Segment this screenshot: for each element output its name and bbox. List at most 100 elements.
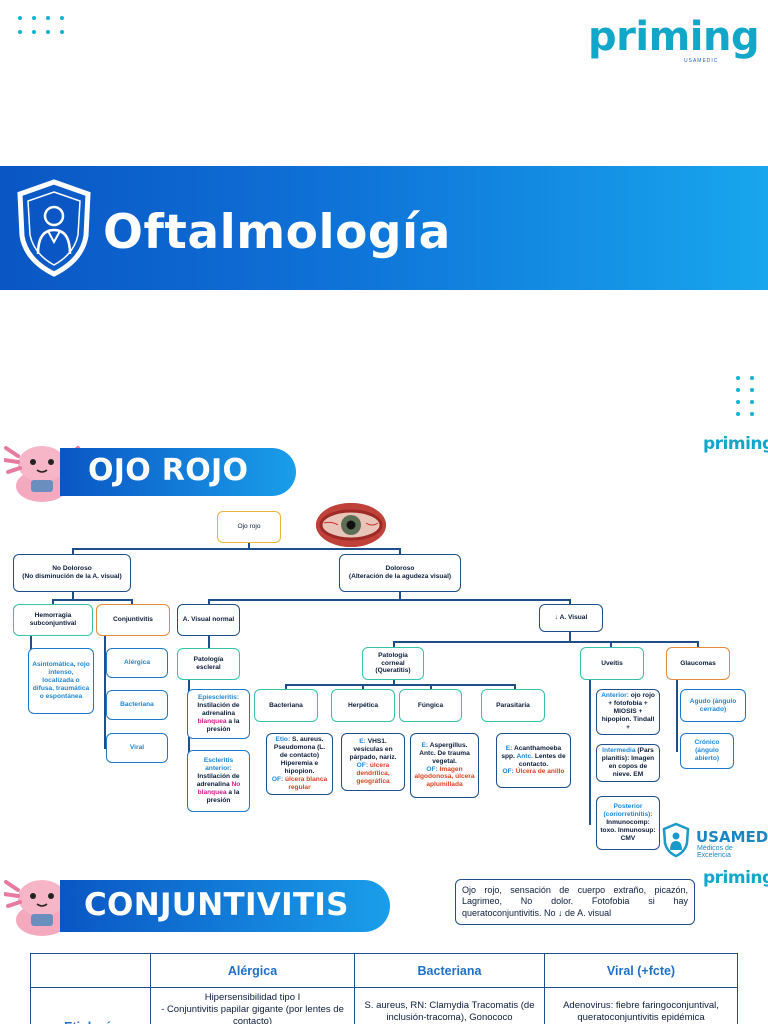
uveitis-intermedia: (Pars planitis): Imagen en copos de niev… xyxy=(601,747,655,778)
node-queratitis-bacteriana-label: Bacteriana xyxy=(269,701,303,709)
brand-logo-small: priming xyxy=(703,434,768,454)
node-hemorragia-desc-text: Asintomática, rojo intenso, localizada o… xyxy=(32,661,90,700)
uveitis-posterior-label: Posterior (coriorretinitis): xyxy=(603,803,653,819)
fungica-of-label: OF: xyxy=(426,765,438,773)
escleritis-tail: a la presión xyxy=(206,788,240,804)
epiescleritis-label: Epiescleritis: xyxy=(197,694,240,702)
fungica-e: Aspergillus. Antc. De trauma vegetal. xyxy=(419,741,470,765)
epiescleritis-blanquea: blanquea xyxy=(197,717,227,725)
node-conj-bacteriana: Bacteriana xyxy=(106,690,168,720)
bacteriana-of-label: OF: xyxy=(271,775,284,783)
node-patologia-escleral: Patología escleral xyxy=(177,648,240,680)
node-no-doloroso-label: No Doloroso xyxy=(52,565,92,573)
decorative-dots-side xyxy=(736,376,754,416)
uveitis-anterior: ojo rojo + fotofobia + MIOSIS + hipopion… xyxy=(601,692,655,731)
tree-connector xyxy=(208,636,210,648)
usamedic-shield-icon xyxy=(662,822,690,858)
node-conjuntivitis-label: Conjuntivitis xyxy=(113,616,153,624)
node-fungica-desc: E: Aspergillus. Antc. De trauma vegetal.… xyxy=(410,733,479,798)
node-av-normal: A. Visual normal xyxy=(177,604,240,636)
parasitaria-of: Úlcera de anillo xyxy=(515,768,565,776)
node-ojo-rojo: Ojo rojo xyxy=(217,511,281,543)
node-conj-viral-label: Viral xyxy=(129,744,145,752)
escleritis-no-blanquea: No blanquea xyxy=(197,781,241,796)
node-bacteriana-desc: Etio: S. aureus. Pseudomona (L. de conta… xyxy=(266,733,333,795)
table-cell: Adenovirus: fiebre faringoconjuntival, q… xyxy=(544,987,738,1024)
parasitaria-antc-label: Antc. xyxy=(516,752,533,760)
usamedic-seal-sub: Médicos de Excelencia xyxy=(697,845,733,859)
tree-connector xyxy=(569,632,571,642)
node-doloroso-label: Doloroso xyxy=(385,565,415,573)
node-parasitaria-label: Parasitaria xyxy=(496,701,530,709)
parasitaria-of-label: OF: xyxy=(502,768,514,776)
tree-connector xyxy=(72,592,74,600)
conjuntivitis-description: Ojo rojo, sensación de cuerpo extraño, p… xyxy=(455,879,695,925)
node-fungica: Fúngica xyxy=(399,689,462,722)
escleritis-instilacion: Instilación de adrenalina xyxy=(196,773,240,788)
tree-connector xyxy=(104,636,106,749)
decorative-dots-top xyxy=(18,16,64,34)
node-parasitaria-desc: E: Acanthamoeba spp. Antc. Lentes de con… xyxy=(496,733,571,788)
fungica-of: Imagen algodonosa, úlcera aplumillada xyxy=(414,765,475,789)
tree-connector xyxy=(208,599,210,605)
tree-connector xyxy=(248,543,250,549)
node-av-normal-label: A. Visual normal xyxy=(182,616,235,624)
table-header-alergica: Alérgica xyxy=(150,953,355,988)
table-cell: Hipersensibilidad tipo I - Conjuntivitis… xyxy=(150,987,355,1024)
node-escleritis: Escleritis anterior: Instilación de adre… xyxy=(187,750,250,812)
axolotl-mascot-icon xyxy=(2,436,82,506)
tree-connector xyxy=(30,636,32,650)
herpetica-of-text: OF: úlcera dendrítica, geográfica xyxy=(345,762,401,786)
title-banner xyxy=(0,166,768,290)
tree-connector xyxy=(208,599,570,601)
herpetica-e: VHS1. vesículas en párpado, nariz. xyxy=(349,738,397,762)
parasitaria-e-text: E: Acanthamoeba spp. Antc. Lentes de con… xyxy=(500,745,567,769)
node-uveitis-label: Uveítis xyxy=(601,659,623,667)
tree-connector xyxy=(52,599,54,604)
herpetica-e-text: E: VHS1. vesículas en párpado, nariz. xyxy=(345,738,401,762)
fungica-of-text: OF: Imagen algodonosa, úlcera aplumillad… xyxy=(414,766,475,790)
node-conj-viral: Viral xyxy=(106,733,168,763)
table-header-row: Alérgica Bacteriana Viral (+fcte) xyxy=(30,953,738,988)
node-patologia-corneal: Patología corneal (Queratitis) xyxy=(362,647,424,680)
tree-connector xyxy=(131,599,133,604)
tree-connector xyxy=(72,548,400,550)
node-herpetica-desc: E: VHS1. vesículas en párpado, nariz. OF… xyxy=(341,733,405,791)
conjuntivitis-table: Alérgica Bacteriana Viral (+fcte) Etiolo… xyxy=(30,953,738,1024)
parasitaria-antc: Lentes de contacto. xyxy=(518,752,566,768)
node-av-disminuida-label: ↓ A. Visual xyxy=(554,614,588,622)
tree-connector xyxy=(610,641,612,647)
node-conj-alergica-label: Alérgica xyxy=(123,659,151,667)
node-escleritis-text: Escleritis anterior: Instilación de adre… xyxy=(191,757,246,804)
node-patologia-escleral-label: Patología escleral xyxy=(193,656,224,671)
tree-connector xyxy=(393,641,395,647)
doctor-shield-icon xyxy=(14,178,94,278)
table-row-label: Etiología xyxy=(30,987,151,1024)
section-title-ojo-rojo: OJO ROJO xyxy=(88,453,249,488)
tree-connector xyxy=(697,641,699,647)
bacteriana-of-text: OF: úlcera blanca regular xyxy=(270,776,329,792)
node-ojo-rojo-label: Ojo rojo xyxy=(237,523,261,531)
section-header-conjuntivitis xyxy=(60,880,390,932)
bacteriana-etio: S. aureus. Pseudomona (L. de contacto) H… xyxy=(273,736,326,775)
node-patologia-corneal-label: Patología corneal (Queratitis) xyxy=(375,651,411,675)
tree-connector xyxy=(569,599,571,605)
uveitis-posterior: Inmunocomp: toxo. Inmunosup: CMV xyxy=(600,819,656,842)
page-title: Oftalmología xyxy=(103,205,451,260)
herpetica-e-label: E: xyxy=(359,738,366,746)
brand-logo-small-2: priming xyxy=(703,868,768,888)
uveitis-posterior-text: Posterior (coriorretinitis): Inmunocomp:… xyxy=(600,803,656,843)
brand-logo-text: priming xyxy=(588,14,760,60)
axolotl-mascot-icon-2 xyxy=(2,870,82,940)
tree-connector xyxy=(72,548,74,554)
node-glaucoma-cronico-label: Crónico (ángulo abierto) xyxy=(694,739,720,762)
uveitis-anterior-text: Anterior: ojo rojo + fotofobia + MIOSIS … xyxy=(600,692,656,732)
tree-connector xyxy=(399,548,401,554)
node-glaucoma-agudo-label: Agudo (ángulo cerrado) xyxy=(689,697,737,713)
tree-connector xyxy=(430,684,432,689)
tree-connector xyxy=(399,592,401,600)
node-glaucomas-label: Glaucomas xyxy=(680,659,716,667)
node-av-disminuida: ↓ A. Visual xyxy=(539,604,603,632)
uveitis-intermedia-label: Intermedia xyxy=(602,747,636,755)
node-conj-bacteriana-label: Bacteriana xyxy=(120,701,154,709)
